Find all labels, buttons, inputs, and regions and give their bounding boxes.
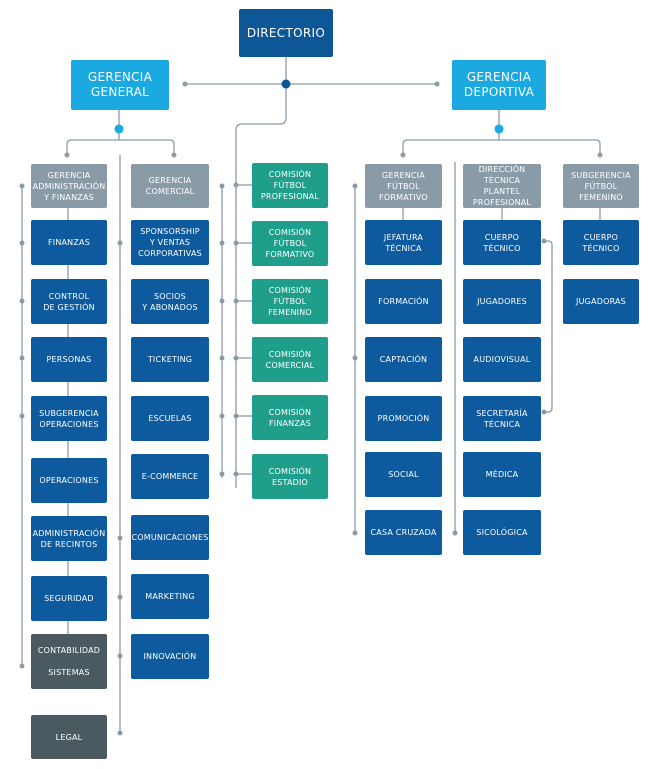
- admin-item: OPERACIONES: [31, 458, 107, 503]
- tecnica-item: SECRETARÍA TÉCNICA: [463, 396, 541, 441]
- formativo-item: PROMOCIÓN: [365, 396, 442, 441]
- directorio-box: DIRECTORIO: [239, 9, 333, 57]
- comision-box: COMISIÓN FINANZAS: [252, 395, 328, 440]
- admin-item: SUBGERENCIA OPERACIONES: [31, 396, 107, 441]
- comercial-item: MARKETING: [131, 574, 209, 619]
- comision-box: COMISIÓN COMERCIAL: [252, 337, 328, 382]
- comercial-item: E-COMMERCE: [131, 454, 209, 499]
- admin-item: FINANZAS: [31, 220, 107, 265]
- legal-box: LEGAL: [31, 715, 107, 759]
- femenino-item: CUERPO TÉCNICO: [563, 220, 639, 265]
- admin-item: CONTROL DE GESTIÓN: [31, 279, 107, 324]
- formativo-item: SOCIAL: [365, 452, 442, 497]
- formativo-item: FORMACIÓN: [365, 279, 442, 324]
- formativo-item: JEFATURA TÉCNICA: [365, 220, 442, 265]
- comercial-item: TICKETING: [131, 337, 209, 382]
- formativo-item: CASA CRUZADA: [365, 510, 442, 555]
- tecnica-item: SICOLÓGICA: [463, 510, 541, 555]
- subgerencia-femenino-box: SUBGERENCIA FÚTBOL FEMENINO: [563, 164, 639, 208]
- comercial-item: COMUNICACIONES: [131, 515, 209, 560]
- comercial-item: SPONSORSHIP Y VENTAS CORPORATIVAS: [131, 220, 209, 265]
- gerencia-formativo-box: GERENCIA FÚTBOL FORMATIVO: [365, 164, 442, 208]
- comercial-item: ESCUELAS: [131, 396, 209, 441]
- comision-box: COMISIÓN FÚTBOL FEMENINO: [252, 279, 328, 324]
- tecnica-item: CUERPO TÉCNICO: [463, 220, 541, 265]
- gerencia-general-box: GERENCIA GENERAL: [71, 60, 169, 110]
- tecnica-item: AUDIOVISUAL: [463, 337, 541, 382]
- admin-item: CONTABILIDAD SISTEMAS: [31, 634, 107, 689]
- femenino-item: JUGADORAS: [563, 279, 639, 324]
- comision-box: COMISIÓN ESTADIO: [252, 454, 328, 499]
- comercial-item: INNOVACIÓN: [131, 634, 209, 679]
- gerencia-comercial-box: GERENCIA COMERCIAL: [131, 164, 209, 208]
- tecnica-item: JUGADORES: [463, 279, 541, 324]
- comision-box: COMISIÓN FÚTBOL FORMATIVO: [252, 221, 328, 266]
- admin-item: PERSONAS: [31, 337, 107, 382]
- admin-item: SEGURIDAD: [31, 576, 107, 621]
- formativo-item: CAPTACIÓN: [365, 337, 442, 382]
- comision-box: COMISIÓN FÚTBOL PROFESIONAL: [252, 163, 328, 208]
- direccion-tecnica-box: DIRECCIÓN TÉCNICA PLANTEL PROFESIONAL: [463, 164, 541, 208]
- comercial-item: SOCIOS Y ABONADOS: [131, 279, 209, 324]
- tecnica-item: MÉDICA: [463, 452, 541, 497]
- gerencia-administracion-box: GERENCIA ADMINISTRACIÓN Y FINANZAS: [31, 164, 107, 208]
- admin-item: ADMINISTRACIÓN DE RECINTOS: [31, 516, 107, 561]
- gerencia-deportiva-box: GERENCIA DEPORTIVA: [452, 60, 546, 110]
